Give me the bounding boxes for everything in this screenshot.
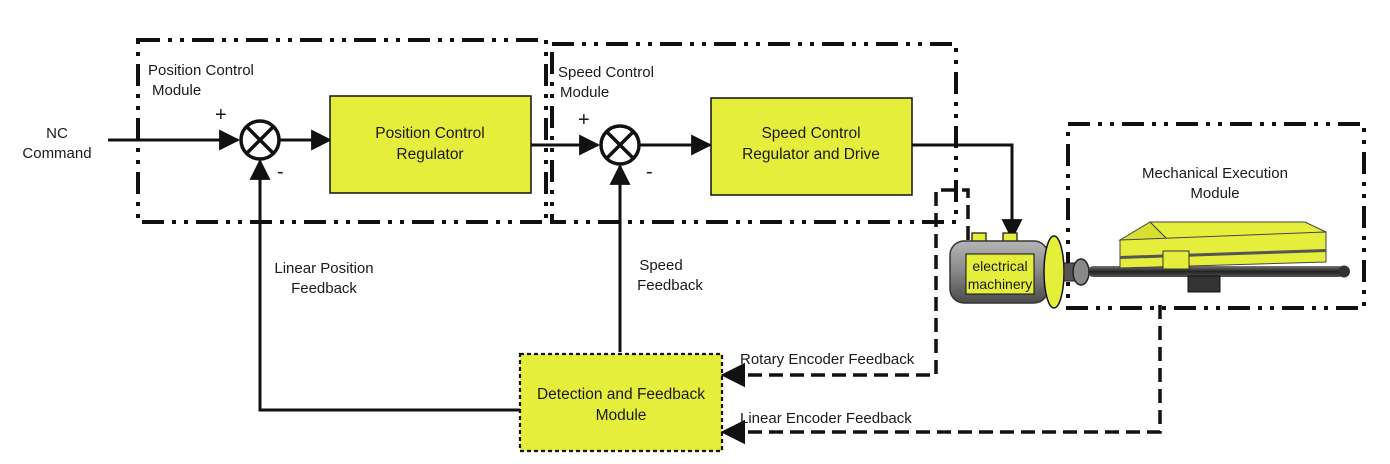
- position-control-regulator-block: [329, 95, 532, 194]
- detection-module-label-line1: Detection and Feedback: [537, 386, 705, 403]
- speed-regulator-label-line2: Regulator and Drive: [742, 146, 880, 163]
- position-control-module-frame: [136, 38, 548, 224]
- position-module-title-line1: Position Control: [148, 62, 254, 79]
- ball-screw-worktable: [1088, 221, 1350, 293]
- speed-regulator-label-line1: Speed Control: [761, 125, 860, 142]
- position-regulator-label-line2: Regulator: [396, 146, 463, 163]
- detection-feedback-module-block: [518, 352, 724, 453]
- speed-module-title-line2: Module: [560, 84, 609, 101]
- nc-command-label-line1: NC: [46, 125, 68, 142]
- linear-encoder-feedback-label: Linear Encoder Feedback: [740, 410, 912, 427]
- speed-module-title-line1: Speed Control: [558, 64, 654, 81]
- speed-control-module-frame: [550, 42, 958, 224]
- position-plus-sign: +: [215, 104, 227, 126]
- mechanical-module-title-line2: Module: [1190, 185, 1239, 202]
- electrical-machinery-motor: [949, 232, 1090, 309]
- position-summing-junction: [239, 119, 281, 161]
- linear-position-feedback-label-line2: Feedback: [291, 280, 357, 297]
- detection-module-label-line2: Module: [596, 407, 647, 424]
- speed-plus-sign: +: [578, 109, 590, 131]
- speed-summing-junction: [599, 124, 641, 166]
- mechanical-execution-module-frame: [1066, 122, 1366, 310]
- position-module-title-line2: Module: [152, 82, 201, 99]
- speed-feedback-label-line1: Speed: [639, 257, 682, 274]
- position-regulator-label-line1: Position Control: [375, 125, 484, 142]
- rotary-encoder-feedback-line: [720, 188, 970, 388]
- linear-position-feedback-label-line1: Linear Position: [274, 260, 373, 277]
- nc-command-label-line2: Command: [22, 145, 91, 162]
- linear-encoder-feedback-line: [720, 305, 1162, 445]
- motor-label-line2: machinery: [968, 276, 1033, 292]
- rotary-encoder-feedback-label: Rotary Encoder Feedback: [740, 351, 915, 368]
- speed-minus-sign: -: [646, 161, 653, 183]
- drive-to-motor-arrow: [912, 143, 1023, 241]
- speed-feedback-label-line2: Feedback: [637, 277, 703, 294]
- linear-position-feedback-line: [249, 158, 520, 412]
- mechanical-module-title-line1: Mechanical Execution: [1142, 165, 1288, 182]
- motor-label-line1: electrical: [972, 258, 1027, 274]
- speed-control-regulator-block: [710, 97, 913, 196]
- position-minus-sign: -: [277, 161, 284, 183]
